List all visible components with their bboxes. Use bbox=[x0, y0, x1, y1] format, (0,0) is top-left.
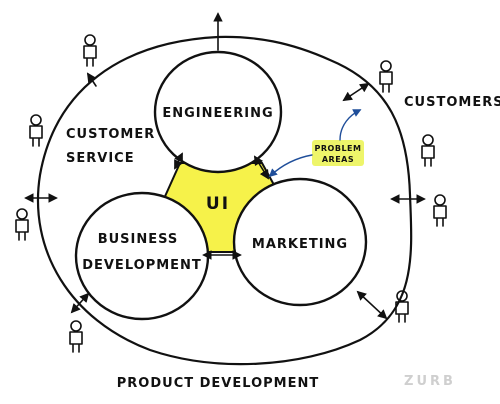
customer-service-label-line2: SERVICE bbox=[66, 151, 135, 166]
customer-person-icon bbox=[15, 208, 29, 241]
problem-areas-arrow-upper bbox=[339, 109, 362, 141]
arrow-lower-right bbox=[356, 290, 388, 320]
problem-areas-label-line2: AREAS bbox=[322, 155, 354, 164]
engineering-label: ENGINEERING bbox=[162, 106, 273, 121]
customer-service-label-line1: CUSTOMER bbox=[66, 127, 155, 142]
customers-label: CUSTOMERS bbox=[404, 95, 500, 110]
customer-person-icon bbox=[433, 194, 447, 227]
business-development-circle bbox=[74, 191, 210, 321]
marketing-circle bbox=[232, 177, 368, 307]
customer-person-icon bbox=[395, 290, 409, 323]
marketing-label: MARKETING bbox=[252, 237, 348, 252]
customer-person-icon bbox=[379, 60, 393, 93]
business-development-label-line2: DEVELOPMENT bbox=[82, 258, 202, 273]
zurb-logo: ZURB bbox=[404, 374, 456, 389]
problem-areas-arrow-lower bbox=[268, 154, 313, 178]
ui-label: UI bbox=[206, 194, 230, 214]
customer-person-icon bbox=[83, 34, 97, 67]
business-development-label-line1: BUSINESS bbox=[98, 232, 179, 247]
customer-person-icon bbox=[69, 320, 83, 353]
customer-person-icon bbox=[421, 134, 435, 167]
arrow-upper-left bbox=[86, 72, 97, 87]
customer-person-icon bbox=[29, 114, 43, 147]
problem-areas-callout-bg bbox=[312, 140, 364, 166]
product-development-boundary bbox=[36, 35, 413, 366]
engineering-circle bbox=[153, 50, 283, 174]
arrow-upper-right bbox=[342, 82, 370, 102]
problem-areas-label-line1: PROBLEM bbox=[315, 144, 362, 153]
arrow-engineering-ui-left bbox=[174, 152, 183, 170]
arrow-lower-left bbox=[70, 292, 90, 314]
arrow-engineering-ui-right bbox=[253, 155, 270, 180]
product-development-label: PRODUCT DEVELOPMENT bbox=[117, 376, 319, 391]
